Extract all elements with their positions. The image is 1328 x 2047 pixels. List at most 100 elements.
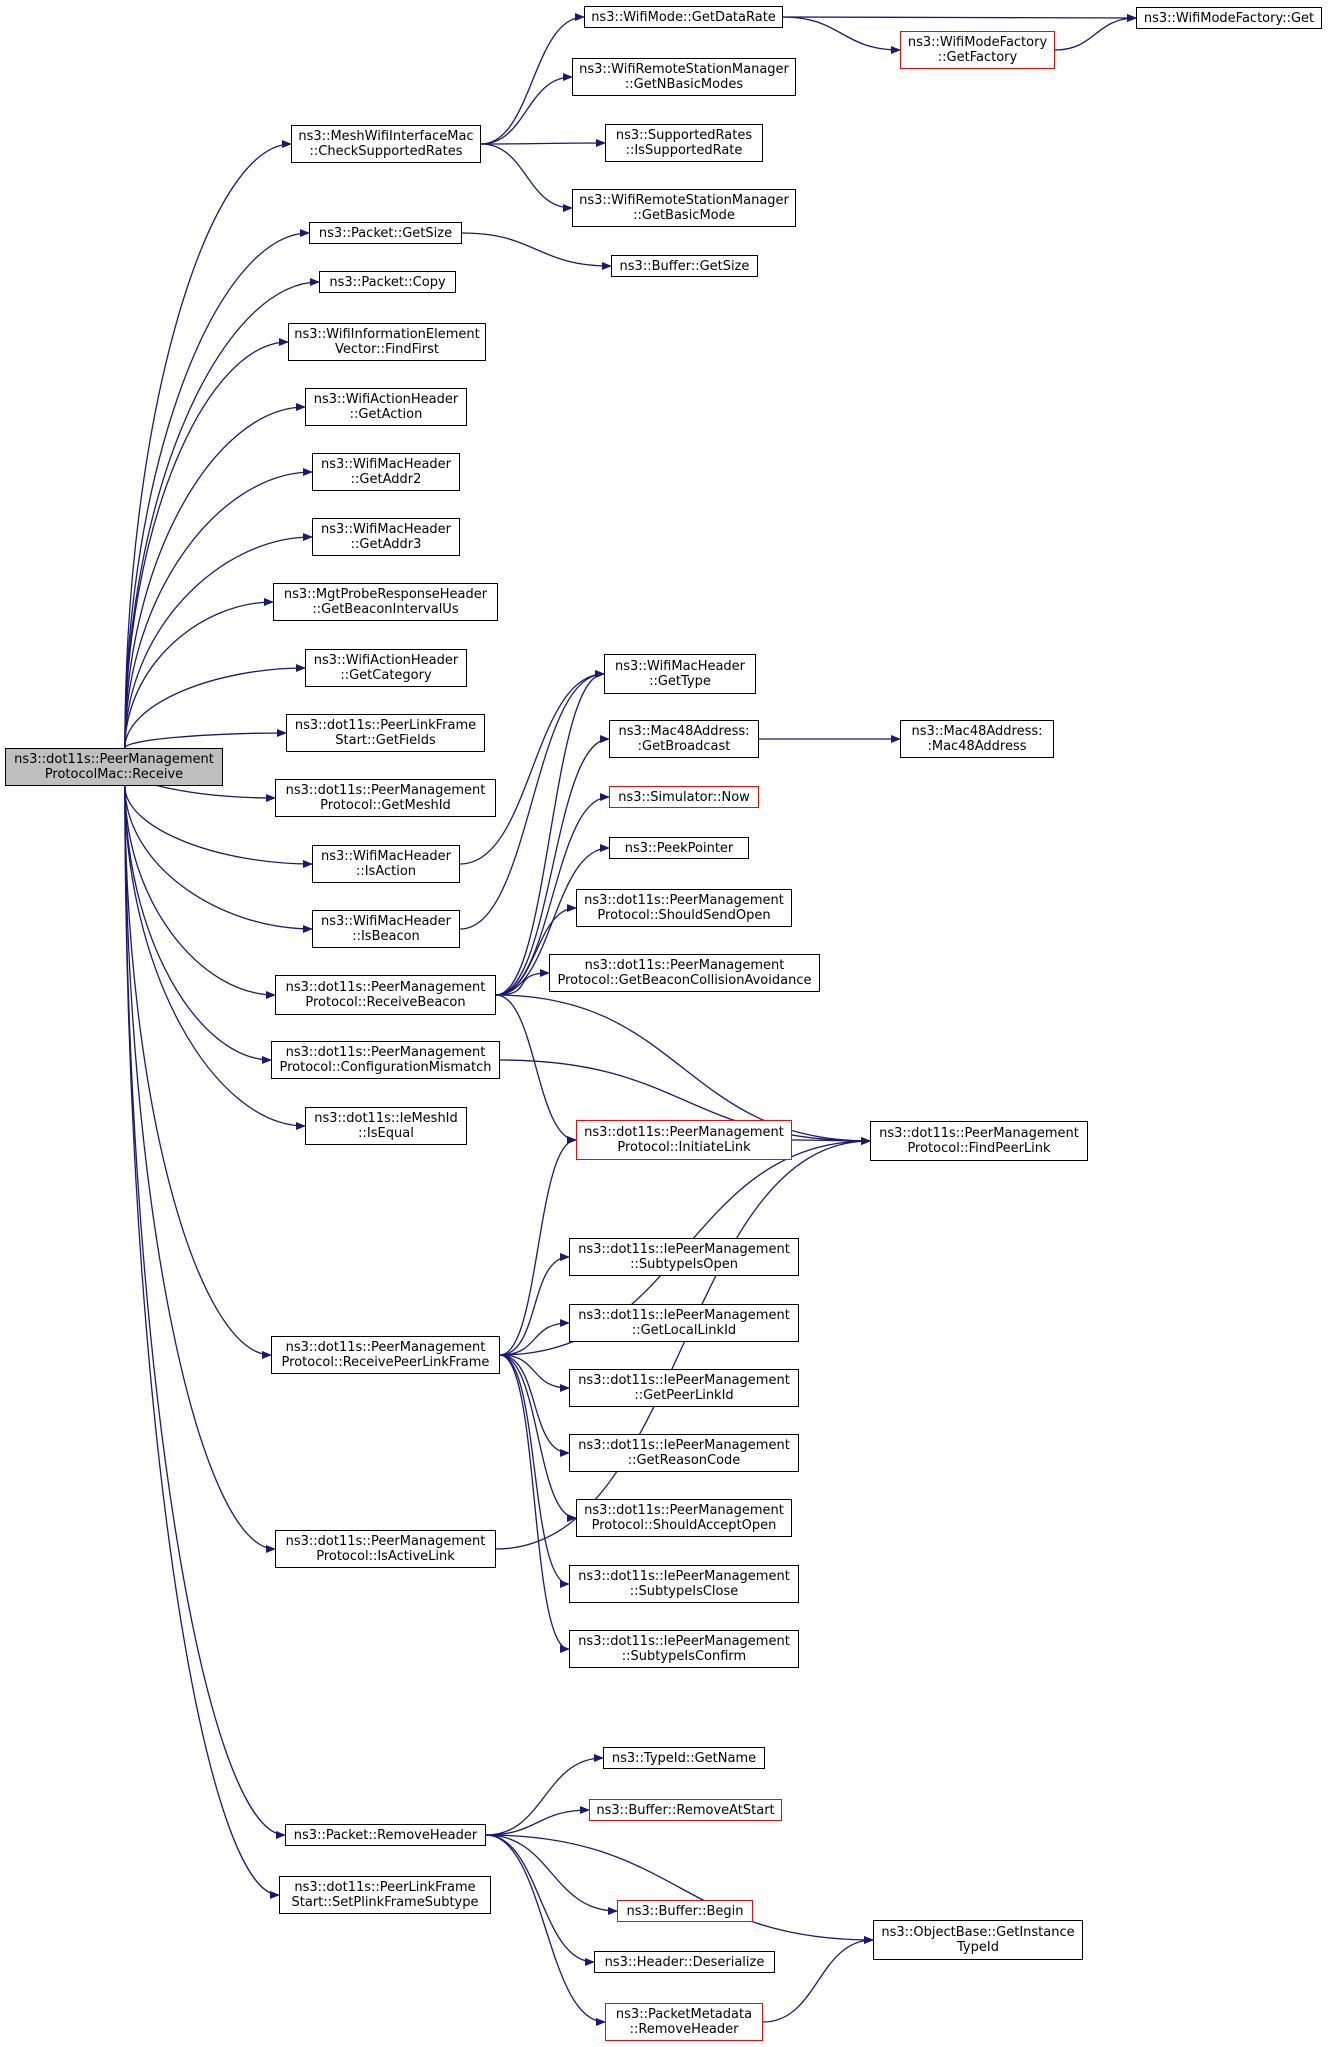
node-checkrates[interactable]: ns3::MeshWifiInterfaceMac::CheckSupporte… [291,125,481,163]
node-label-line: ns3::WifiMacHeader [320,457,452,472]
node-label-line: ::GetAction [349,407,423,422]
edge-isbeacon-to-gettype [459,670,605,930]
node-getlocallinkid[interactable]: ns3::dot11s::IePeerManagement::GetLocalL… [569,1304,799,1342]
node-label-line: ns3::WifiMacHeader [320,914,452,929]
node-getbeaconint[interactable]: ns3::MgtProbeResponseHeader::GetBeaconIn… [273,583,498,621]
node-label-line: ns3::WifiRemoteStationManager [579,62,789,77]
node-removeatstart[interactable]: ns3::Buffer::RemoveAtStart [589,1799,782,1821]
node-label-line: ns3::dot11s::PeerManagement [584,1503,784,1518]
node-label-line: ns3::Simulator::Now [618,789,750,805]
edge-root-to-recvbeacon [124,785,276,999]
node-factoryget[interactable]: ns3::WifiModeFactory::Get [1136,7,1322,29]
edge-recvpeerlink-to-getpeerlinkid [499,1354,570,1392]
node-label-line: ns3::dot11s::PeerManagement [879,1126,1079,1141]
node-label-line: ns3::MeshWifiInterfaceMac [298,129,474,144]
node-getaddr3[interactable]: ns3::WifiMacHeader::GetAddr3 [312,518,460,556]
node-label-line: ns3::Packet::Copy [329,274,446,290]
node-label-line: ns3::ObjectBase::GetInstance [881,1925,1075,1940]
node-label-line: :GetBroadcast [637,739,731,754]
node-label-line: ns3::dot11s::IePeerManagement [578,1242,790,1257]
node-label-line: ProtocolMac::Receive [44,767,184,782]
node-getdatarate[interactable]: ns3::WifiMode::GetDataRate [584,6,783,28]
node-bufbegin[interactable]: ns3::Buffer::Begin [617,1900,753,1922]
node-label-line: ::GetPeerLinkId [634,1388,734,1403]
node-deserialize[interactable]: ns3::Header::Deserialize [594,1951,775,1973]
node-subtypeisconfirm[interactable]: ns3::dot11s::IePeerManagement::SubtypeIs… [569,1630,799,1668]
node-label-line: Protocol::GetMeshId [320,798,451,813]
edge-root-to-getcategory [124,664,306,749]
node-getreasoncode[interactable]: ns3::dot11s::IePeerManagement::GetReason… [569,1434,799,1472]
edge-removeheader-to-metaremoveheader [485,1834,606,2026]
edge-recvpeerlink-to-initiatelink [499,1136,577,1356]
node-label-line: ns3::Header::Deserialize [604,1954,765,1970]
node-label-line: ns3::WifiMode::GetDataRate [591,9,776,25]
edge-removeheader-to-getinstancetypeid [485,1834,874,1944]
node-getaddr2[interactable]: ns3::WifiMacHeader::GetAddr2 [312,453,460,491]
node-label-line: Protocol::ConfigurationMismatch [279,1060,492,1075]
edge-getdatarate-to-factoryget [782,13,1137,22]
node-label-line: ::GetAddr2 [350,472,422,487]
node-label-line: ns3::WifiInformationElement [294,327,480,342]
node-simnow[interactable]: ns3::Simulator::Now [609,786,759,808]
node-getfactory[interactable]: ns3::WifiModeFactory::GetFactory [900,31,1055,69]
node-label-line: ns3::dot11s::IeMeshId [314,1111,458,1126]
node-label-line: ns3::dot11s::PeerManagement [584,958,785,973]
edge-checkrates-to-getnbasic [480,73,573,145]
node-pktgetsize[interactable]: ns3::Packet::GetSize [309,222,462,244]
node-getbasicmode[interactable]: ns3::WifiRemoteStationManager::GetBasicM… [572,189,796,227]
node-getbroadcast[interactable]: ns3::Mac48Address::GetBroadcast [609,720,759,758]
node-getcategory[interactable]: ns3::WifiActionHeader::GetCategory [305,649,467,687]
node-label-line: ns3::dot11s::IePeerManagement [578,1373,790,1388]
node-label-line: ns3::dot11s::PeerManagement [285,1534,486,1549]
node-label-line: ::GetType [649,674,711,689]
node-mac48[interactable]: ns3::Mac48Address::Mac48Address [900,720,1054,758]
node-isaction[interactable]: ns3::WifiMacHeader::IsAction [312,845,460,883]
node-bufgetsize[interactable]: ns3::Buffer::GetSize [611,255,758,277]
node-getaction[interactable]: ns3::WifiActionHeader::GetAction [305,388,467,426]
node-getpeerlinkid[interactable]: ns3::dot11s::IePeerManagement::GetPeerLi… [569,1369,799,1407]
edge-root-to-findfirst [124,338,289,749]
node-typeidgetname[interactable]: ns3::TypeId::GetName [603,1747,765,1769]
node-label-line: ns3::dot11s::IePeerManagement [578,1308,790,1323]
node-label-line: ns3::MgtProbeResponseHeader [283,587,488,602]
node-label-line: ns3::dot11s::PeerLinkFrame [294,1880,476,1895]
node-label-line: Protocol::IsActiveLink [316,1549,455,1564]
node-label-line: ns3::Buffer::RemoveAtStart [596,1802,775,1818]
node-issupported[interactable]: ns3::SupportedRates::IsSupportedRate [605,124,763,162]
edge-root-to-getaddr2 [124,468,313,749]
node-label-line: ns3::PeekPointer [624,840,734,856]
node-label-line: ns3::dot11s::PeerManagement [285,783,486,798]
node-label-line: ::GetCategory [340,668,432,683]
edge-removeheader-to-bufbegin [485,1834,618,1915]
node-isequal[interactable]: ns3::dot11s::IeMeshId::IsEqual [305,1107,467,1145]
node-metaremoveheader[interactable]: ns3::PacketMetadata::RemoveHeader [605,2003,763,2041]
node-isbeacon[interactable]: ns3::WifiMacHeader::IsBeacon [312,910,460,948]
edge-checkrates-to-getdatarate [480,13,585,145]
node-label-line: ns3::dot11s::PeerManagement [584,893,784,908]
node-gettype[interactable]: ns3::WifiMacHeader::GetType [604,654,756,694]
node-pktcopy[interactable]: ns3::Packet::Copy [319,271,456,293]
node-label-line: ns3::dot11s::PeerManagement [285,1045,486,1060]
node-getnbasic[interactable]: ns3::WifiRemoteStationManager::GetNBasic… [572,58,796,96]
node-subtypeisopen[interactable]: ns3::dot11s::IePeerManagement::SubtypeIs… [569,1238,799,1276]
node-subtypeisclose[interactable]: ns3::dot11s::IePeerManagement::SubtypeIs… [569,1565,799,1603]
node-removeheader[interactable]: ns3::Packet::RemoveHeader [285,1824,486,1846]
edge-removeheader-to-removeatstart [485,1806,590,1836]
node-peekpointer[interactable]: ns3::PeekPointer [609,837,749,859]
